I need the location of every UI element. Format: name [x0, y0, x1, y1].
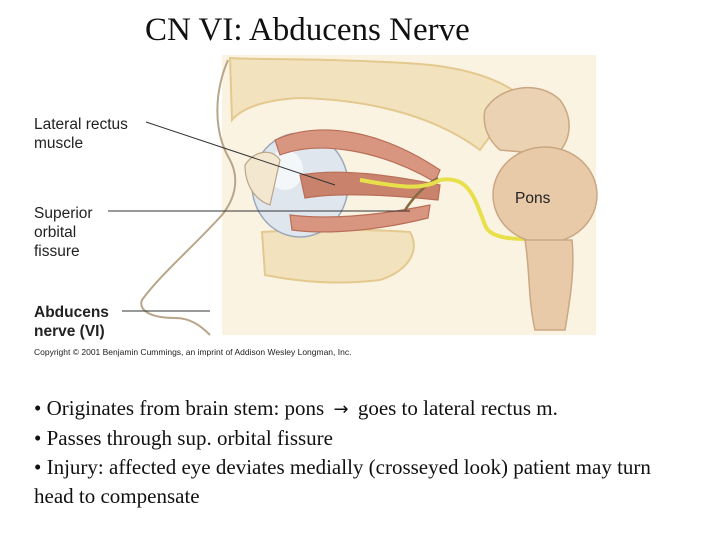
- label-lateral-rectus-muscle: Lateral rectus muscle: [34, 116, 128, 152]
- cerebellum: [483, 86, 570, 156]
- lateral-rectus-leader: [145, 121, 336, 186]
- right-arrow-icon: →: [333, 399, 349, 420]
- face-profile: [140, 59, 237, 336]
- label-pons: Pons: [515, 190, 551, 207]
- bullet-2: • Passes through sup. orbital fissure: [34, 426, 333, 450]
- inferior-rectus-muscle: [289, 204, 431, 233]
- bullet-1: • Originates from brain stem: pons → goe…: [34, 394, 694, 424]
- label-abducens-nerve: Abducens nerve (VI): [34, 304, 109, 340]
- bullet-list: • Originates from brain stem: pons → goe…: [34, 394, 694, 511]
- orbit-floor-bone: [260, 228, 415, 284]
- bullet-3: • Injury: affected eye deviates medially…: [34, 455, 651, 508]
- medulla: [524, 239, 574, 331]
- abducens-nerve: [359, 177, 541, 241]
- figure-copyright: Copyright © 2001 Benjamin Cummings, an i…: [34, 347, 352, 357]
- lateral-rectus-muscle: [299, 171, 441, 201]
- bullet-1-end: goes to lateral rectus m.: [357, 396, 558, 420]
- superior-rectus-muscle: [274, 129, 441, 183]
- eyelid: [244, 151, 281, 206]
- slide-title: CN VI: Abducens Nerve: [145, 12, 470, 48]
- label-superior-orbital-fissure: Superior orbital fissure: [34, 205, 93, 260]
- superior-orbital-fissure: [403, 176, 439, 211]
- bullet-1-start: • Originates from brain stem: pons: [34, 396, 325, 420]
